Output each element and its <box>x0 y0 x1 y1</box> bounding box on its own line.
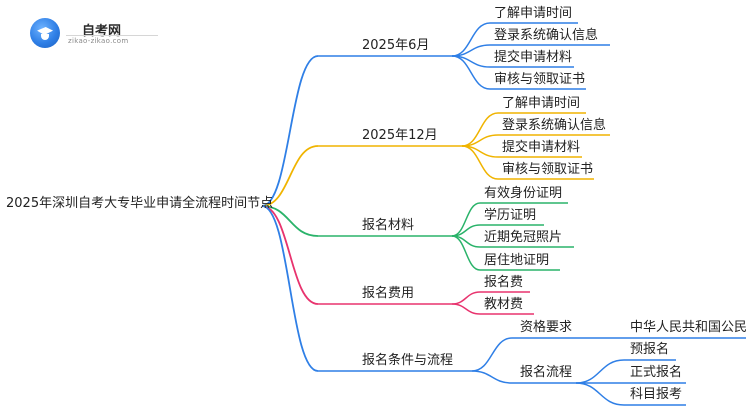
sub-node-b5-0: 资格要求 <box>520 320 573 335</box>
leaf-connector-b3-3 <box>451 235 481 271</box>
branch-node-b4: 报名费用 <box>362 286 415 301</box>
leaf-node-b5-1-0: 预报名 <box>630 342 670 357</box>
branch-node-b2: 2025年12月 <box>362 128 438 143</box>
leaf-node-b5-0-0: 中华人民共和国公民 <box>630 320 748 335</box>
graduation-cap-icon <box>30 18 60 48</box>
logo-divider <box>66 35 158 36</box>
leaf-node-b4-1: 教材费 <box>484 297 524 312</box>
leaf-connector-b1-3 <box>451 55 491 90</box>
sub-connector-b5-0 <box>471 337 513 372</box>
branch-node-b5: 报名条件与流程 <box>362 353 454 368</box>
leaf-connector-b5-1-2 <box>575 382 625 406</box>
leaf-node-b3-1: 学历证明 <box>484 208 537 223</box>
leaf-node-b1-0: 了解申请时间 <box>494 6 573 21</box>
leaf-connector-b2-3 <box>461 145 499 180</box>
site-logo[interactable]: 自考网 zikao-zikao.com <box>30 16 158 56</box>
leaf-node-b2-1: 登录系统确认信息 <box>502 118 607 133</box>
root-connector-b1 <box>261 55 319 207</box>
leaf-node-b5-1-1: 正式报名 <box>630 365 683 380</box>
root-connector-b5 <box>261 205 319 372</box>
logo-url: zikao-zikao.com <box>68 37 129 45</box>
root-connector-b2 <box>261 145 319 207</box>
root-connector-b3 <box>261 205 319 237</box>
leaf-node-b2-0: 了解申请时间 <box>502 96 581 111</box>
leaf-node-b3-2: 近期免冠照片 <box>484 230 563 245</box>
leaf-node-b4-0: 报名费 <box>484 275 524 290</box>
leaf-connector-b4-1 <box>451 303 481 315</box>
branch-node-b3: 报名材料 <box>362 218 415 233</box>
leaf-node-b1-2: 提交申请材料 <box>494 50 573 65</box>
leaf-connector-b4-0 <box>451 291 481 305</box>
leaf-node-b2-3: 审核与领取证书 <box>502 162 594 177</box>
sub-node-b5-1: 报名流程 <box>520 365 573 380</box>
leaf-node-b2-2: 提交申请材料 <box>502 140 581 155</box>
root-node: 2025年深圳自考大专毕业申请全流程时间节点 <box>6 196 274 211</box>
sub-connector-b5-1 <box>471 370 513 384</box>
leaf-connector-b5-1-0 <box>575 359 625 384</box>
branch-node-b1: 2025年6月 <box>362 38 430 53</box>
root-connector-b4 <box>261 205 319 305</box>
leaf-node-b3-3: 居住地证明 <box>484 253 550 268</box>
leaf-node-b5-1-2: 科目报考 <box>630 387 683 402</box>
leaf-node-b1-3: 审核与领取证书 <box>494 72 586 87</box>
leaf-node-b3-0: 有效身份证明 <box>484 186 563 201</box>
leaf-node-b1-1: 登录系统确认信息 <box>494 28 599 43</box>
